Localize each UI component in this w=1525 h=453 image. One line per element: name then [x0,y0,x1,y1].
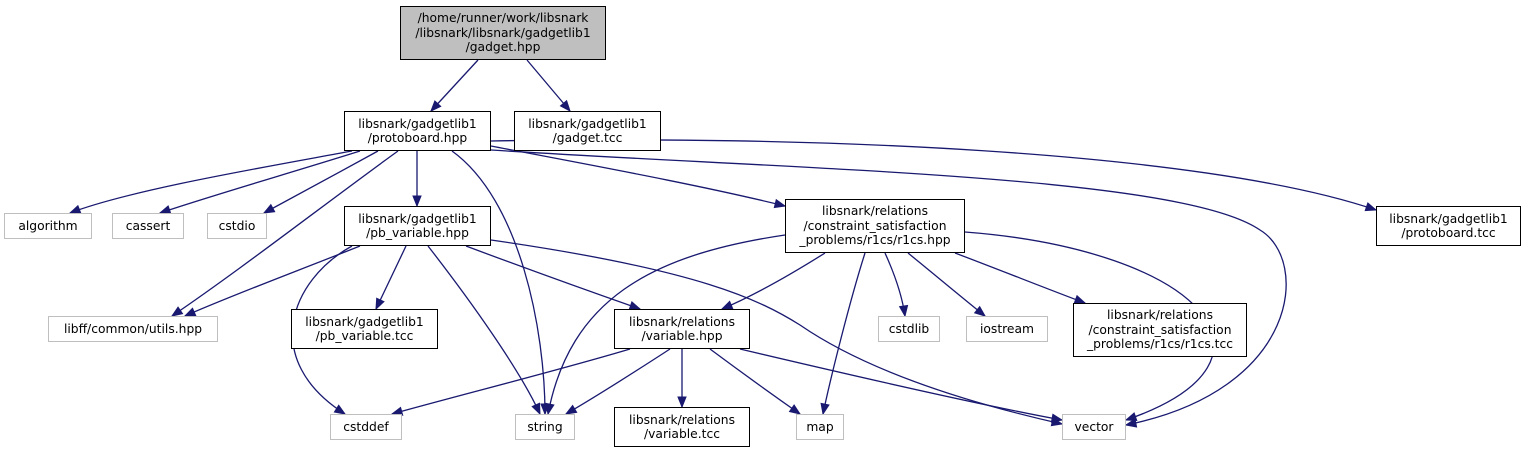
edge-gadget-hpp-to-gadget-tcc [526,59,571,112]
node-label-line: libsnark/gadgetlib1 [305,314,424,329]
edge-variable-hpp-to-map [709,348,801,415]
edge-arrowhead [1364,202,1378,212]
node-string: string [515,414,575,440]
edge-protoboard-hpp-to-cassert [159,150,361,214]
node-label-line: /protoboard.hpp [367,131,468,145]
edge-protoboard-hpp-to-cstdio [263,150,379,214]
node-cassert: cassert [112,213,184,239]
edge-arrowhead [545,402,555,416]
edge-pb-variable-hpp-to-variable-hpp [465,245,641,310]
node-r1cs-tcc[interactable]: libsnark/relations/constraint_satisfacti… [1073,303,1247,357]
node-label-line: /constraint_satisfaction [1088,322,1232,337]
edge-variable-hpp-to-string [565,348,671,415]
edge-protoboard-hpp-to-algorithm [69,150,353,214]
node-label-line: /gadget.hpp [465,40,541,55]
edge-r1cs-hpp-to-r1cs-tcc [954,252,1086,304]
node-cstddef: cstddef [330,414,402,440]
node-label-line: cstdlib [888,321,930,336]
edge-arrowhead [183,307,197,317]
edge-arrowhead [170,306,184,317]
node-pb-variable-tcc[interactable]: libsnark/gadgetlib1/pb_variable.tcc [291,309,438,349]
edge-variable-hpp-to-cstddef [391,348,631,415]
node-label-line: cassert [125,218,171,233]
node-gadget-hpp[interactable]: /home/runner/work/libsnark/libsnark/libs… [400,6,606,60]
edge-protoboard-hpp-to-string [451,150,546,415]
node-variable-tcc[interactable]: libsnark/relations/variable.tcc [614,407,750,447]
node-label-line: /libsnark/libsnark/gadgetlib1 [415,25,591,40]
node-protoboard-tcc[interactable]: libsnark/gadgetlib1/protoboard.tcc [1376,206,1521,246]
edge-r1cs-hpp-to-string [547,234,786,415]
edge-arrowhead [773,198,787,209]
node-label-line: cstdio [218,218,256,233]
edge-arrowhead [531,402,541,416]
edge-protoboard-hpp-to-utils-hpp [171,150,399,317]
edge-arrowhead [820,402,830,416]
node-label-line: libsnark/gadgetlib1 [528,116,647,131]
node-label-line: /pb_variable.tcc [315,329,414,343]
edge-arrowhead [1050,413,1064,423]
node-algorithm: algorithm [4,213,92,239]
edge-r1cs-hpp-to-map [822,252,866,415]
node-label-line: libsnark/relations [1107,308,1213,323]
node-cstdlib: cstdlib [878,316,940,342]
edge-arrowhead [1124,418,1138,428]
node-label-line: iostream [979,321,1035,336]
node-map: map [796,414,844,440]
node-label-line: _problems/r1cs/r1cs.hpp [799,233,951,248]
node-label-line: /gadget.tcc [552,131,623,145]
node-label-line: /pb_variable.hpp [366,226,469,240]
node-label-line: cstddef [343,419,389,434]
edge-protoboard-hpp-to-r1cs-hpp [490,145,786,207]
edge-pb-variable-hpp-to-string [427,245,541,415]
edge-arrowhead [262,203,276,214]
node-label-line: libsnark/relations [629,314,735,329]
node-label-line: libsnark/gadgetlib1 [358,211,477,226]
node-label-line: libsnark/gadgetlib1 [1389,211,1508,226]
node-label-line: libsnark/relations [629,412,735,427]
node-label-line: /constraint_satisfaction [803,218,947,233]
edge-arrowhead [788,404,802,415]
node-label-line: algorithm [18,218,78,233]
edge-arrowhead [375,297,385,311]
node-iostream: iostream [966,316,1048,342]
edge-arrowhead [677,396,687,409]
node-label-line: string [527,419,563,434]
edge-arrowhead [973,305,987,317]
node-label-line: libff/common/utils.hpp [63,321,203,336]
node-gadget-tcc[interactable]: libsnark/gadgetlib1/gadget.tcc [514,111,661,151]
edge-arrowhead [333,404,347,415]
edge-arrowhead [412,195,422,208]
edge-arrowhead [564,404,578,415]
edge-arrowhead [898,304,909,318]
node-label-line: /variable.hpp [641,329,723,343]
node-vector: vector [1062,414,1126,440]
edge-pb-variable-hpp-to-pb-variable-tcc [375,245,407,310]
edge-gadget-hpp-to-protoboard-hpp [430,59,479,112]
node-pb-variable-hpp[interactable]: libsnark/gadgetlib1/pb_variable.hpp [344,206,491,246]
node-label-line: libsnark/relations [822,204,928,219]
node-label-line: _problems/r1cs/r1cs.tcc [1086,337,1234,352]
edge-arrowhead [720,300,734,310]
node-label-line: libsnark/gadgetlib1 [358,116,477,131]
edge-arrowhead [559,99,571,113]
edge-variable-hpp-to-vector [739,348,1063,421]
node-utils-hpp: libff/common/utils.hpp [48,316,218,342]
node-r1cs-hpp[interactable]: libsnark/relations/constraint_satisfacti… [785,199,965,253]
edge-pb-variable-hpp-to-utils-hpp [184,245,361,317]
node-variable-hpp[interactable]: libsnark/relations/variable.hpp [614,309,750,349]
edge-r1cs-hpp-to-iostream [907,252,986,317]
node-label-line: vector [1074,419,1114,434]
node-protoboard-hpp[interactable]: libsnark/gadgetlib1/protoboard.hpp [344,111,491,151]
edge-arrowhead [430,100,442,112]
edge-arrowhead [1124,412,1138,422]
edge-r1cs-hpp-to-variable-hpp [721,252,826,310]
node-label-line: /variable.tcc [643,427,720,441]
node-label-line: /protoboard.tcc [1401,226,1496,240]
node-label-line: map [806,419,834,434]
edge-protoboard-hpp-to-vector [490,149,1287,426]
node-cstdio: cstdio [207,213,267,239]
node-label-line: /home/runner/work/libsnark [417,11,589,26]
